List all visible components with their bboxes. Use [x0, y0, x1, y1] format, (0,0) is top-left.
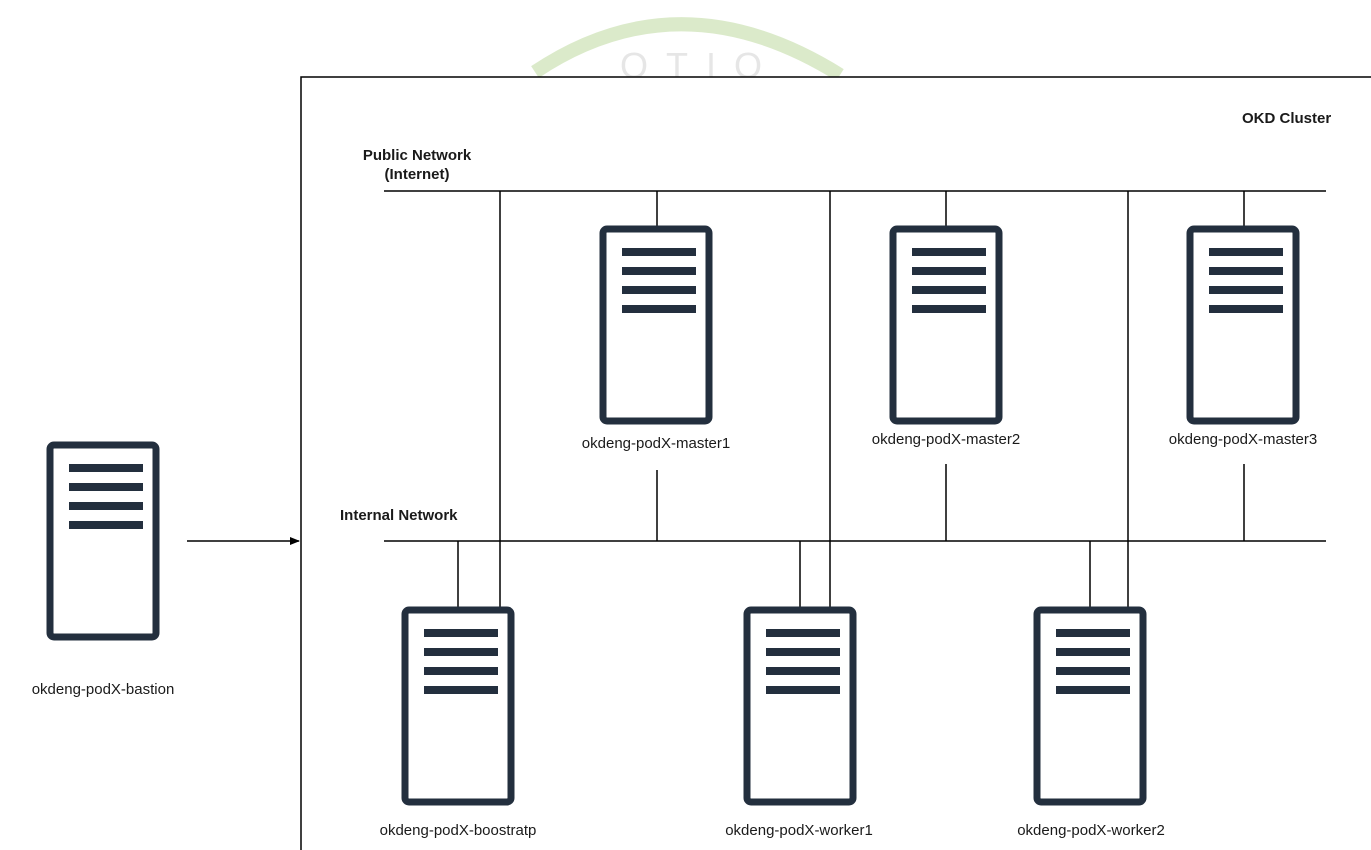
worker2-server-icon	[1037, 610, 1143, 802]
public-network-label: Public Network	[362, 147, 472, 164]
worker2-label: okdeng-podX-worker2	[1017, 822, 1165, 839]
master1-label: okdeng-podX-master1	[581, 435, 731, 452]
cluster-title: OKD Cluster	[1242, 110, 1332, 127]
bootstrap-server-icon	[405, 610, 511, 802]
watermark-arc	[531, 17, 844, 81]
master3-label: okdeng-podX-master3	[1168, 431, 1318, 448]
worker1-server-icon	[747, 610, 853, 802]
public-network-sublabel: (Internet)	[384, 166, 450, 183]
master3-server-icon	[1190, 229, 1296, 421]
master2-label: okdeng-podX-master2	[871, 431, 1021, 448]
bastion-label: okdeng-podX-bastion	[31, 681, 175, 698]
worker1-label: okdeng-podX-worker1	[725, 822, 873, 839]
bastion-server-icon	[50, 445, 156, 637]
master1-server-icon	[603, 229, 709, 421]
master2-server-icon	[893, 229, 999, 421]
internal-network-label: Internal Network	[340, 507, 458, 524]
bootstrap-label: okdeng-podX-boostratp	[379, 822, 537, 839]
